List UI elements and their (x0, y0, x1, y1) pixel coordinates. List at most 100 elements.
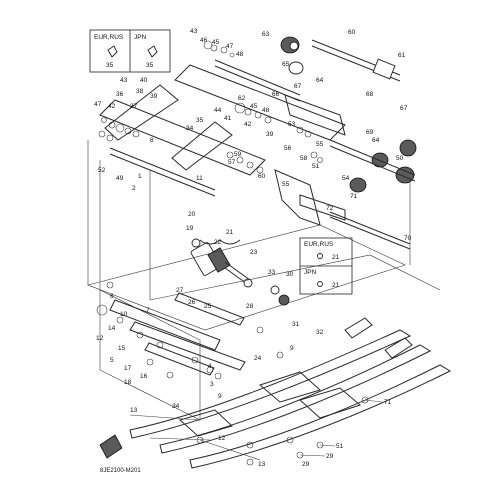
callout-labels: 43 46 45 47 48 63 60 61 65 64 43 40 38 3… (94, 28, 412, 468)
callout: 67 (400, 105, 408, 112)
callout: 60 (258, 173, 266, 180)
callout: 13 (258, 461, 266, 468)
callout: 23 (250, 249, 258, 256)
callout: 42 (108, 103, 116, 110)
callout: 63 (262, 31, 270, 38)
callout: 40 (140, 77, 148, 84)
callout: 16 (140, 373, 148, 380)
inset-top-part-right: 35 (146, 62, 154, 69)
lower-rail-assembly (87, 224, 452, 469)
inset-top-region-left: EUR,RUS (94, 34, 124, 41)
callout: 5 (110, 357, 114, 364)
callout: 31 (292, 321, 300, 328)
callout: 47 (94, 101, 102, 108)
inset-region-box-top: EUR,RUS JPN 35 35 (89, 29, 171, 73)
callout: 71 (384, 399, 392, 406)
callout: 14 (108, 325, 116, 332)
callout: 55 (316, 141, 324, 148)
shock-absorber (190, 238, 290, 306)
callout: 39 (266, 131, 274, 138)
callout: 62 (238, 95, 246, 102)
callout: 9 (218, 393, 222, 400)
callout: 36 (116, 91, 124, 98)
callout: 15 (118, 345, 126, 352)
callout: 42 (244, 121, 252, 128)
callout: 6 (110, 293, 114, 300)
callout: 53 (288, 121, 296, 128)
callout: 48 (236, 51, 244, 58)
callout: 66 (272, 91, 280, 98)
callout: 58 (300, 155, 308, 162)
callout: 51 (312, 163, 320, 170)
callout: 37 (130, 103, 138, 110)
callout: 56 (284, 145, 292, 152)
callout: 64 (316, 77, 324, 84)
inset-region-box-mid: EUR,RUS JPN 21 21 (299, 237, 353, 295)
inset-mid-part-bottom: 21 (332, 282, 340, 289)
callout: 38 (136, 88, 144, 95)
callout: 30 (286, 271, 294, 278)
callout: 49 (116, 175, 124, 182)
inset-top-region-right: JPN (134, 34, 147, 41)
callout: 46 (200, 37, 208, 44)
callout: 34 (172, 403, 180, 410)
callout: 47 (226, 43, 234, 50)
callout: 17 (124, 365, 132, 372)
diagram-code: 8JE2100-M201 (100, 468, 141, 474)
inset-mid-part-top: 21 (332, 254, 340, 261)
callout: 12 (96, 335, 104, 342)
callout: 29 (326, 453, 334, 460)
callout: 69 (366, 129, 374, 136)
callout: 10 (120, 311, 128, 318)
callout: 35 (196, 117, 204, 124)
callout: 11 (196, 175, 203, 182)
callout: 43 (120, 77, 128, 84)
callout: 39 (150, 93, 158, 100)
callout: 21 (226, 229, 234, 236)
callout: 67 (294, 83, 302, 90)
callout: 43 (190, 28, 198, 35)
inset-top-part-left: 35 (106, 62, 114, 69)
callout: 72 (326, 205, 334, 212)
callout: 33 (268, 269, 276, 276)
callout: 27 (176, 287, 184, 294)
callout: 19 (186, 225, 194, 232)
callout: 34 (186, 125, 194, 132)
callout: 55 (282, 181, 290, 188)
callout: 48 (262, 107, 270, 114)
callout: 45 (250, 103, 258, 110)
callout: 20 (188, 211, 196, 218)
callout: 26 (188, 299, 196, 306)
callout: 32 (316, 329, 324, 336)
callout: 71 (350, 193, 358, 200)
callout: 44 (214, 107, 222, 114)
callout: 64 (372, 137, 380, 144)
callout: 57 (228, 159, 236, 166)
callout: 60 (348, 29, 356, 36)
callout: 9 (290, 345, 294, 352)
callout: 50 (396, 155, 404, 162)
callout: 1 (138, 173, 142, 180)
callout: 51 (336, 443, 344, 450)
callout: 13 (130, 407, 138, 414)
callout: 45 (212, 39, 220, 46)
upper-shaft-assembly (87, 36, 417, 300)
callout: 65 (282, 61, 290, 68)
callout: 24 (254, 355, 262, 362)
callout: 8 (150, 137, 154, 144)
callout: 2 (132, 185, 136, 192)
callout: 59 (234, 151, 242, 158)
callout: 22 (214, 239, 222, 246)
inset-mid-region-bottom: JPN (304, 269, 317, 276)
callout: 52 (98, 167, 106, 174)
callout: 7 (146, 307, 150, 314)
callout: 12 (218, 435, 226, 442)
callout: 25 (204, 303, 212, 310)
callout: 3 (210, 381, 214, 388)
callout: 41 (224, 115, 232, 122)
callout: 4 (208, 363, 212, 370)
inset-mid-region-top: EUR,RUS (304, 241, 334, 248)
callout: 68 (366, 91, 374, 98)
callout: 70 (404, 235, 412, 242)
